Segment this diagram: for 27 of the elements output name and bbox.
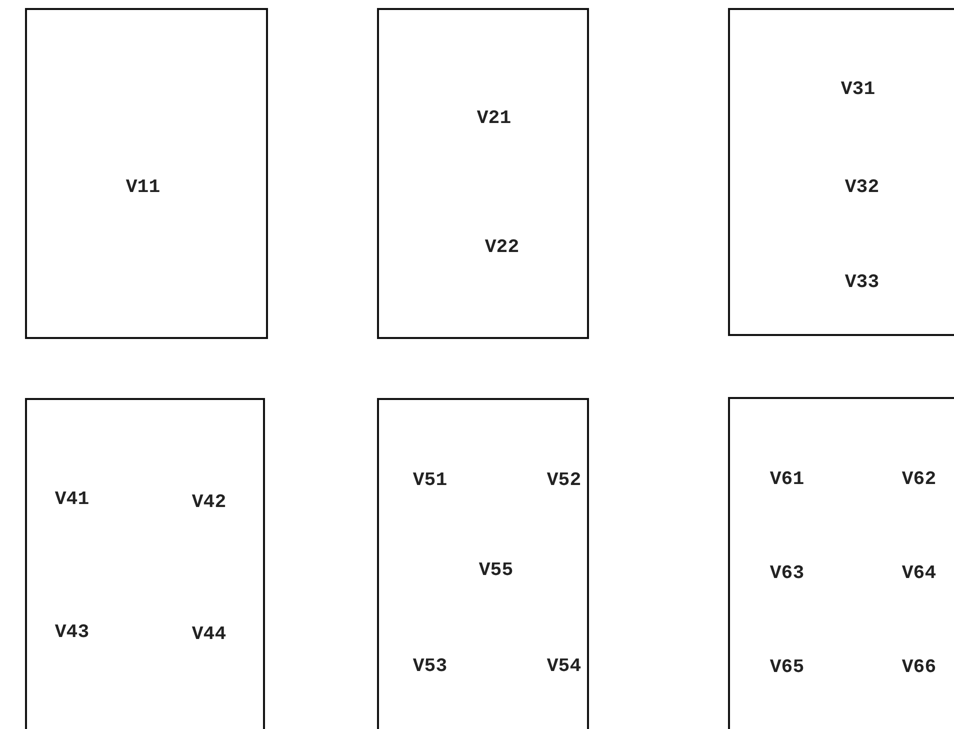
- variable-label: V22: [484, 236, 520, 258]
- variable-label: V31: [840, 78, 876, 100]
- variable-label: V65: [770, 656, 804, 678]
- variable-label: V55: [478, 559, 514, 581]
- variable-label: V21: [476, 107, 512, 129]
- panel-box: [728, 8, 954, 336]
- panel-box: [377, 8, 589, 339]
- variable-label: V52: [546, 469, 582, 491]
- variable-label: V66: [902, 656, 936, 678]
- variable-label: V64: [902, 562, 936, 584]
- panel-box: [728, 397, 954, 729]
- variable-label: V44: [192, 623, 226, 645]
- panel-box: [25, 398, 265, 729]
- variable-label: V42: [192, 491, 226, 513]
- variable-label: V54: [546, 655, 582, 677]
- variable-label: V43: [54, 621, 90, 643]
- variable-label: V51: [412, 469, 448, 491]
- variable-label: V33: [844, 271, 880, 293]
- variable-label: V32: [844, 176, 880, 198]
- panel-box: [25, 8, 268, 339]
- variable-label: V62: [902, 468, 936, 490]
- variable-label: V53: [412, 655, 448, 677]
- variable-label: V61: [770, 468, 804, 490]
- variable-label: V63: [770, 562, 804, 584]
- panel-box: [377, 398, 589, 729]
- variable-label: V11: [126, 176, 160, 198]
- variable-label: V41: [54, 488, 90, 510]
